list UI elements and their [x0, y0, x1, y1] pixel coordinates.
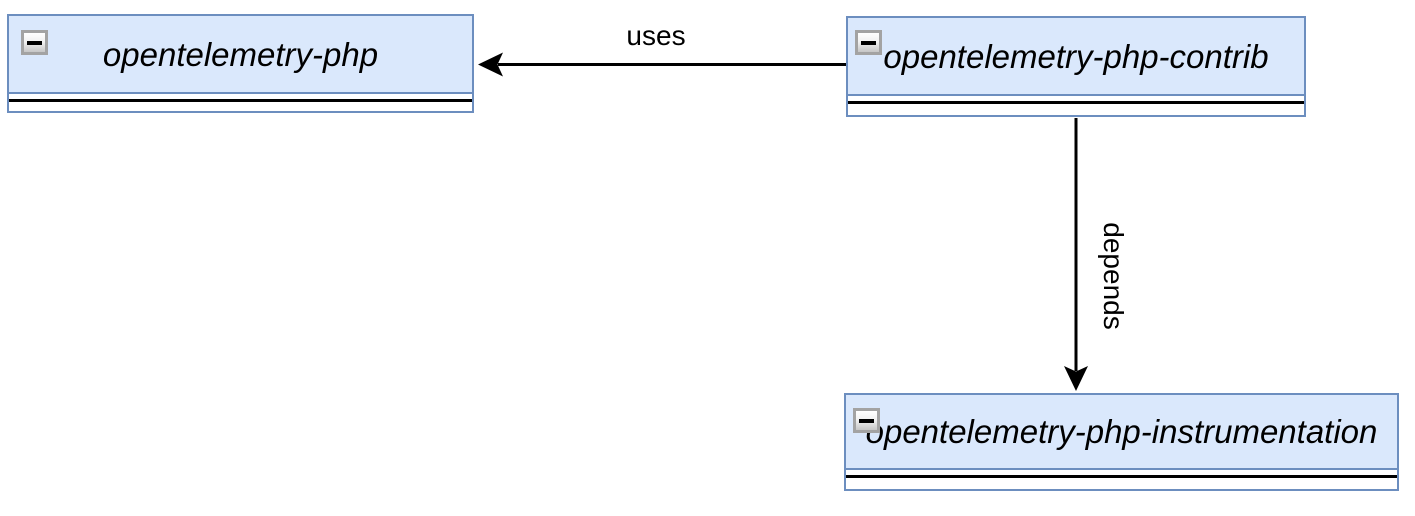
minus-glyph [859, 418, 874, 423]
compartment-separator [9, 99, 472, 102]
minus-glyph [861, 40, 876, 45]
node-header: opentelemetry-php [9, 16, 472, 94]
uses-edge-label: uses [626, 20, 686, 51]
node-header: opentelemetry-php-contrib [848, 18, 1304, 96]
depends-arrow [1064, 118, 1088, 391]
node-opentelemetry-php-instrumentation[interactable]: opentelemetry-php-instrumentation [844, 393, 1399, 491]
node-opentelemetry-php-contrib[interactable]: opentelemetry-php-contrib [846, 16, 1306, 117]
compartment-separator [846, 475, 1397, 478]
node-title: opentelemetry-php-instrumentation [865, 413, 1378, 450]
uses-arrowhead-icon [478, 52, 503, 77]
node-title: opentelemetry-php-contrib [883, 37, 1269, 75]
depends-arrowhead-icon [1064, 366, 1088, 391]
collapse-minus-icon[interactable] [853, 408, 880, 433]
minus-glyph [27, 40, 42, 45]
collapse-minus-icon[interactable] [21, 30, 48, 55]
node-opentelemetry-php[interactable]: opentelemetry-php [7, 14, 474, 113]
node-title: opentelemetry-php [102, 35, 379, 73]
node-header: opentelemetry-php-instrumentation [846, 395, 1397, 470]
uses-arrow [478, 52, 846, 77]
compartment-separator [848, 101, 1304, 104]
depends-edge-label: depends [1098, 222, 1129, 330]
collapse-minus-icon[interactable] [855, 30, 882, 55]
